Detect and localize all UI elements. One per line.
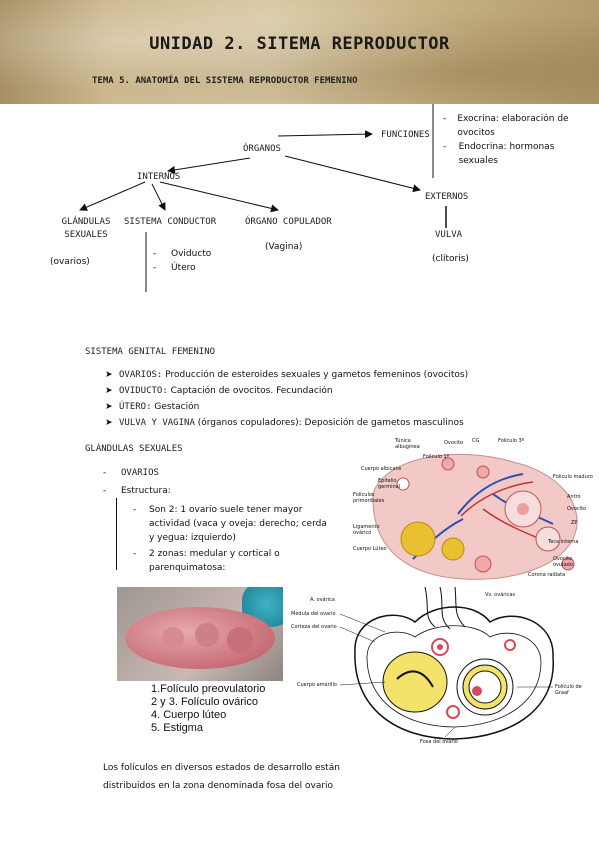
ovarios-item: -OVARIOS xyxy=(103,468,159,478)
list-item: -Son 2: 1 ovario suele tener mayor activ… xyxy=(133,505,327,543)
list-item: ➤ÚTERO: Gestación xyxy=(105,402,200,412)
list-item: ➤VULVA Y VAGINA (órganos copuladores): D… xyxy=(105,418,464,428)
estructura-item: -Estructura: xyxy=(103,486,171,496)
glandulas-note: (ovarios) xyxy=(50,257,90,267)
photo-follicle xyxy=(227,627,253,653)
internos-label: INTERNOS xyxy=(137,172,181,182)
diagram-label: Cuerpo amarillo xyxy=(297,682,337,688)
diagram-label: Folículo 3º xyxy=(498,438,525,444)
diagram-label: Folículo 1º xyxy=(423,454,450,460)
conductor-label: SISTEMA CONDUCTOR xyxy=(124,217,217,227)
diagram-label: Epitelio germinal xyxy=(378,478,401,490)
estructura-list: -Son 2: 1 ovario suele tener mayor activ… xyxy=(133,503,333,575)
diagram-label: Ovocito xyxy=(444,440,464,446)
list-item: -Útero xyxy=(153,263,196,273)
conductor-list: -Oviducto -Útero xyxy=(153,247,211,275)
externos-label: EXTERNOS xyxy=(425,192,469,202)
diagram-label: Ligamento ovárico xyxy=(353,524,380,536)
photo-legend: 1.Folículo preovulatorio 2 y 3. Folículo… xyxy=(151,683,265,735)
funciones-list: -Exocrina: elaboración de ovocitos -Endo… xyxy=(443,112,593,168)
diagram-label: Antro xyxy=(567,494,581,500)
glandulas-label: GLÁNDULAS SEXUALES xyxy=(61,217,111,240)
vulva-label: VULVA xyxy=(435,230,463,240)
funciones-label: FUNCIONES xyxy=(381,130,430,140)
list-item: ➤OVIDUCTO: Captación de ovocitos. Fecund… xyxy=(105,386,333,396)
page-title: UNIDAD 2. SITEMA REPRODUCTOR xyxy=(149,34,450,54)
copulador-note: (Vagina) xyxy=(265,242,303,252)
diagram-label: Ovocito ovulado xyxy=(553,556,573,568)
diagram-label: ZP xyxy=(571,520,578,526)
arrow-bullet-icon: ➤ xyxy=(105,418,113,428)
organos-label: ÓRGANOS xyxy=(243,144,281,154)
list-item: 1.Folículo preovulatorio xyxy=(151,683,266,695)
list-item: -Oviducto xyxy=(153,249,212,259)
diagram-label: Folículo maduro xyxy=(553,474,593,480)
ovary-histology-diagram: Túnica albugínea Ovocito CG Folículo 3º … xyxy=(343,434,593,584)
diagram-label: Folículos primordiales xyxy=(353,492,385,504)
diagram-label: A. ovárica xyxy=(310,597,335,603)
ovary-photo xyxy=(117,587,283,681)
diagram-label: Cuerpo Lúteo xyxy=(353,546,387,552)
diagram-label: Ovocito xyxy=(567,506,587,512)
vulva-note: (clítoris) xyxy=(432,254,469,264)
diagram-label: Corteza del ovario xyxy=(291,624,337,630)
diagram-label: Fosa del ovario xyxy=(420,739,458,745)
list-item: 5. Estigma xyxy=(151,722,203,734)
glandulas-heading: GLÁNDULAS SEXUALES xyxy=(85,444,183,454)
arrow-bullet-icon: ➤ xyxy=(105,386,113,396)
diagram-label: Corona radiata xyxy=(528,572,566,578)
photo-follicle xyxy=(162,627,184,649)
diagram-label: Teca interna xyxy=(548,539,579,545)
diagram-label: Médula del ovario xyxy=(291,611,336,617)
arrow-bullet-icon: ➤ xyxy=(105,370,113,380)
list-item: -Endocrina: hormonas sexuales xyxy=(443,142,555,166)
diagram-label: Folículo de Graaf xyxy=(555,684,582,696)
bracket-line xyxy=(116,498,117,570)
diagram-label: CG xyxy=(472,438,480,444)
genital-heading: SISTEMA GENITAL FEMENINO xyxy=(85,347,216,357)
diagram-label: Cuerpo albicans xyxy=(361,466,402,472)
page-subtitle: TEMA 5. ANATOMÍA DEL SISTEMA REPRODUCTOR… xyxy=(92,76,358,86)
organ-tree-connectors xyxy=(79,104,447,292)
arrow-bullet-icon: ➤ xyxy=(105,402,113,412)
header-banner xyxy=(0,0,599,104)
copulador-label: ÓRGANO COPULADOR xyxy=(245,217,332,227)
list-item: -2 zonas: medular y cortical o parenquim… xyxy=(133,549,280,573)
photo-follicle xyxy=(195,623,219,647)
list-item: 4. Cuerpo lúteo xyxy=(151,709,227,721)
diagram-label: Vv. ováricas xyxy=(485,592,516,598)
footer-paragraph: Los folículos en diversos estados de des… xyxy=(103,763,340,791)
ovary-section-diagram: A. ovárica Vv. ováricas Médula del ovari… xyxy=(291,586,595,747)
list-item: -Exocrina: elaboración de ovocitos xyxy=(443,114,569,138)
diagram-label: Túnica albugínea xyxy=(395,438,420,450)
list-item: ➤OVARIOS: Producción de esteroides sexua… xyxy=(105,370,469,380)
genital-list: ➤OVARIOS: Producción de esteroides sexua… xyxy=(105,368,505,432)
list-item: 2 y 3. Folículo ovárico xyxy=(151,696,258,708)
